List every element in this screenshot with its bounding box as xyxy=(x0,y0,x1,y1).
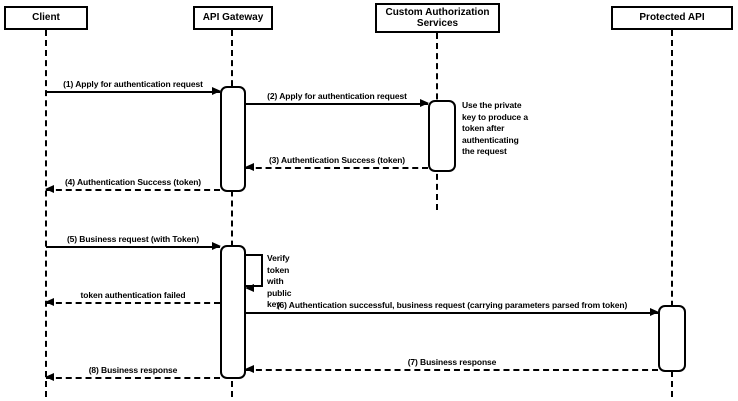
arrowhead-left-icon xyxy=(45,298,54,306)
message-1-line xyxy=(46,91,220,93)
message-4-label: (4) Authentication Success (token) xyxy=(64,177,202,187)
message-self-label: Verify token with public key xyxy=(267,253,292,309)
self-loop-top-line xyxy=(246,254,263,256)
arrowhead-right-icon xyxy=(420,99,429,107)
message-3-label: (3) Authentication Success (token) xyxy=(268,155,406,165)
note-use-private-key: Use the private key to produce a token a… xyxy=(462,100,528,156)
participant-api-gateway-label: API Gateway xyxy=(202,12,264,24)
lifeline-protected-api xyxy=(671,30,673,397)
message-3-line xyxy=(246,167,428,169)
participant-protected-api-label: Protected API xyxy=(639,12,705,24)
message-7-line xyxy=(246,369,658,371)
message-4-line xyxy=(46,189,220,191)
activation-custom-authorization-services xyxy=(428,100,456,172)
message-2-label: (2) Apply for authentication request xyxy=(267,91,407,101)
message-6-label: (6) Authentication successful, business … xyxy=(276,300,628,310)
participant-client-label: Client xyxy=(32,12,60,24)
arrowhead-right-icon xyxy=(650,308,659,316)
message-6-line xyxy=(246,312,658,314)
message-1-label: (1) Apply for authentication request xyxy=(63,79,203,89)
lifeline-client xyxy=(45,30,47,397)
arrowhead-left-icon xyxy=(45,185,54,193)
activation-api-gateway-business xyxy=(220,245,246,379)
lifeline-api-gateway xyxy=(231,30,233,397)
message-self-verify-token: Verify token with public key xyxy=(245,253,292,309)
arrowhead-right-icon xyxy=(212,87,221,95)
self-loop-bottom-line xyxy=(246,285,263,287)
message-7-label: (7) Business response xyxy=(407,357,497,367)
participant-custom-authorization-services-label: Custom Authorization Services xyxy=(385,6,490,30)
self-loop-right-line xyxy=(261,254,263,287)
message-5-label: (5) Business request (with Token) xyxy=(66,234,200,244)
arrowhead-left-icon xyxy=(245,163,254,171)
message-token-auth-failed-label: token authentication failed xyxy=(80,290,186,300)
activation-protected-api xyxy=(658,305,686,372)
participant-api-gateway: API Gateway xyxy=(193,6,273,30)
participant-protected-api: Protected API xyxy=(611,6,733,30)
message-8-line xyxy=(46,377,220,379)
arrowhead-left-icon xyxy=(245,284,254,292)
arrowhead-right-icon xyxy=(212,242,221,250)
participant-custom-authorization-services: Custom Authorization Services xyxy=(375,3,500,33)
activation-api-gateway-auth xyxy=(220,86,246,192)
participant-client: Client xyxy=(4,6,88,30)
message-5-line xyxy=(46,246,220,248)
message-token-auth-failed-line xyxy=(46,302,220,304)
arrowhead-left-icon xyxy=(245,365,254,373)
arrowhead-left-icon xyxy=(45,373,54,381)
message-2-line xyxy=(246,103,428,105)
message-8-label: (8) Business response xyxy=(88,365,178,375)
